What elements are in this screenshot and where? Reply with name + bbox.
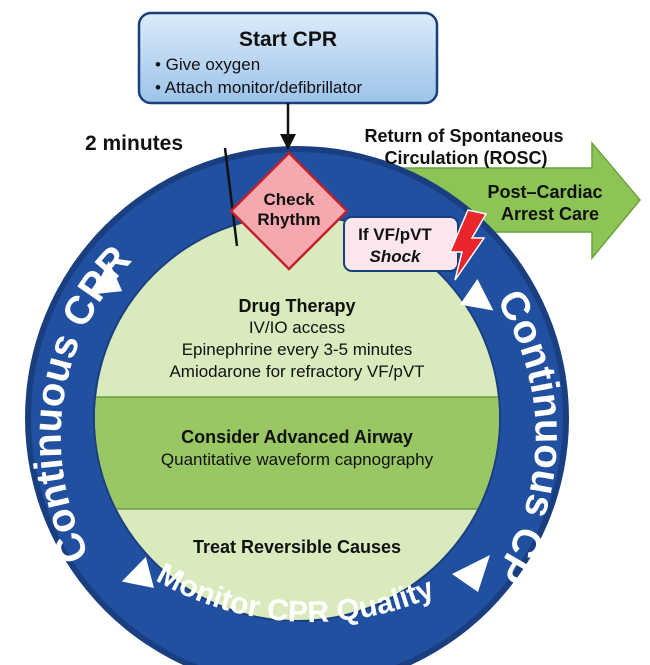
ring-arrow-top-left: [92, 261, 123, 295]
check-rhythm-diamond: Check Rhythm: [229, 151, 349, 271]
airway-line: Quantitative waveform capnography: [161, 450, 434, 469]
rosc-label-line1: Return of Spontaneous: [365, 126, 564, 146]
inner-circle: [95, 216, 499, 620]
start-cpr-bullet-2: • Attach monitor/defibrillator: [155, 78, 363, 97]
post-cardiac-line1: Post–Cardiac: [487, 182, 602, 202]
post-cardiac-line2: Arrest Care: [501, 204, 599, 224]
check-rhythm-line2: Rhythm: [257, 210, 320, 229]
start-to-check-arrowhead: [280, 134, 296, 150]
reversible-causes-title: Treat Reversible Causes: [193, 537, 401, 557]
start-to-check-arrow: [280, 103, 296, 150]
drug-therapy-line-2: Epinephrine every 3-5 minutes: [182, 340, 413, 359]
ring-arrow-top-right: [459, 278, 494, 311]
check-rhythm-shape: [229, 151, 349, 271]
drug-therapy-title: Drug Therapy: [238, 296, 355, 316]
rosc-label-line2: Circulation (ROSC): [384, 148, 547, 168]
airway-title: Consider Advanced Airway: [181, 427, 413, 447]
ring-arrow-bottom-left: [121, 556, 154, 588]
start-cpr-box: Start CPR • Give oxygen • Attach monitor…: [137, 11, 439, 105]
drug-therapy-line-3: Amiodarone for refractory VF/pVT: [169, 362, 424, 381]
lightning-bolt-icon: [448, 209, 488, 281]
start-cpr-bullet-1: • Give oxygen: [155, 55, 260, 74]
shock-box-line2: Shock: [369, 247, 422, 266]
two-minutes-line: [223, 147, 239, 247]
ring-arrow-bottom-right: [452, 555, 490, 592]
two-minutes-label: 2 minutes: [85, 132, 183, 155]
start-cpr-title: Start CPR: [239, 28, 337, 51]
shock-box-line1: If VF/pVT: [358, 225, 432, 244]
check-rhythm-line1: Check: [263, 190, 315, 209]
shock-box: If VF/pVT Shock: [343, 216, 459, 272]
airway-band: [95, 397, 499, 509]
drug-therapy-line-1: IV/IO access: [249, 318, 345, 337]
